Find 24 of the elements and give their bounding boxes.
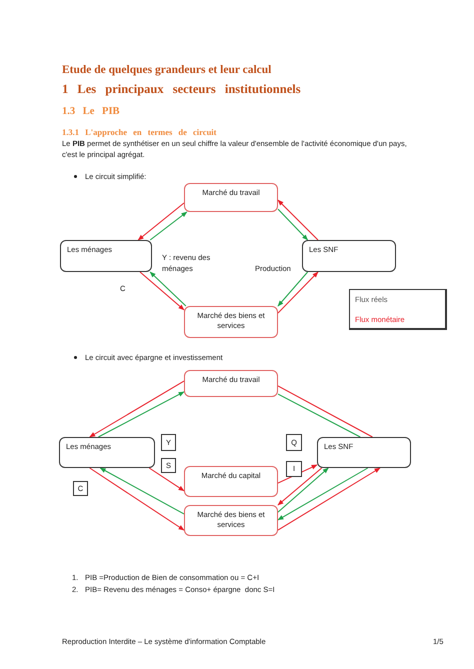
arrow xyxy=(140,272,184,310)
connector-line xyxy=(278,394,361,438)
arrow xyxy=(150,272,186,306)
arrow xyxy=(278,272,308,306)
heading: 1.3 Le PIB xyxy=(62,106,121,117)
arrow xyxy=(148,468,184,492)
heading: 1 Les principaux secteurs institutionnels xyxy=(62,82,302,97)
heading: 1.3.1 L'approche en termes de circuit xyxy=(62,127,218,137)
arrow xyxy=(150,212,188,240)
connector-line xyxy=(278,385,373,438)
heading: Etude de quelques grandeurs et leur calcul xyxy=(62,64,272,76)
arrow xyxy=(98,391,185,438)
arrow xyxy=(89,468,184,531)
arrow xyxy=(89,380,184,438)
arrow xyxy=(278,200,318,240)
arrow xyxy=(277,468,368,520)
arrow xyxy=(278,468,322,506)
arrow xyxy=(278,464,318,484)
arrow xyxy=(138,202,184,240)
arrow xyxy=(278,468,329,513)
arrow xyxy=(278,272,318,314)
arrow xyxy=(278,468,380,531)
arrow xyxy=(100,468,184,514)
arrow xyxy=(278,208,308,240)
